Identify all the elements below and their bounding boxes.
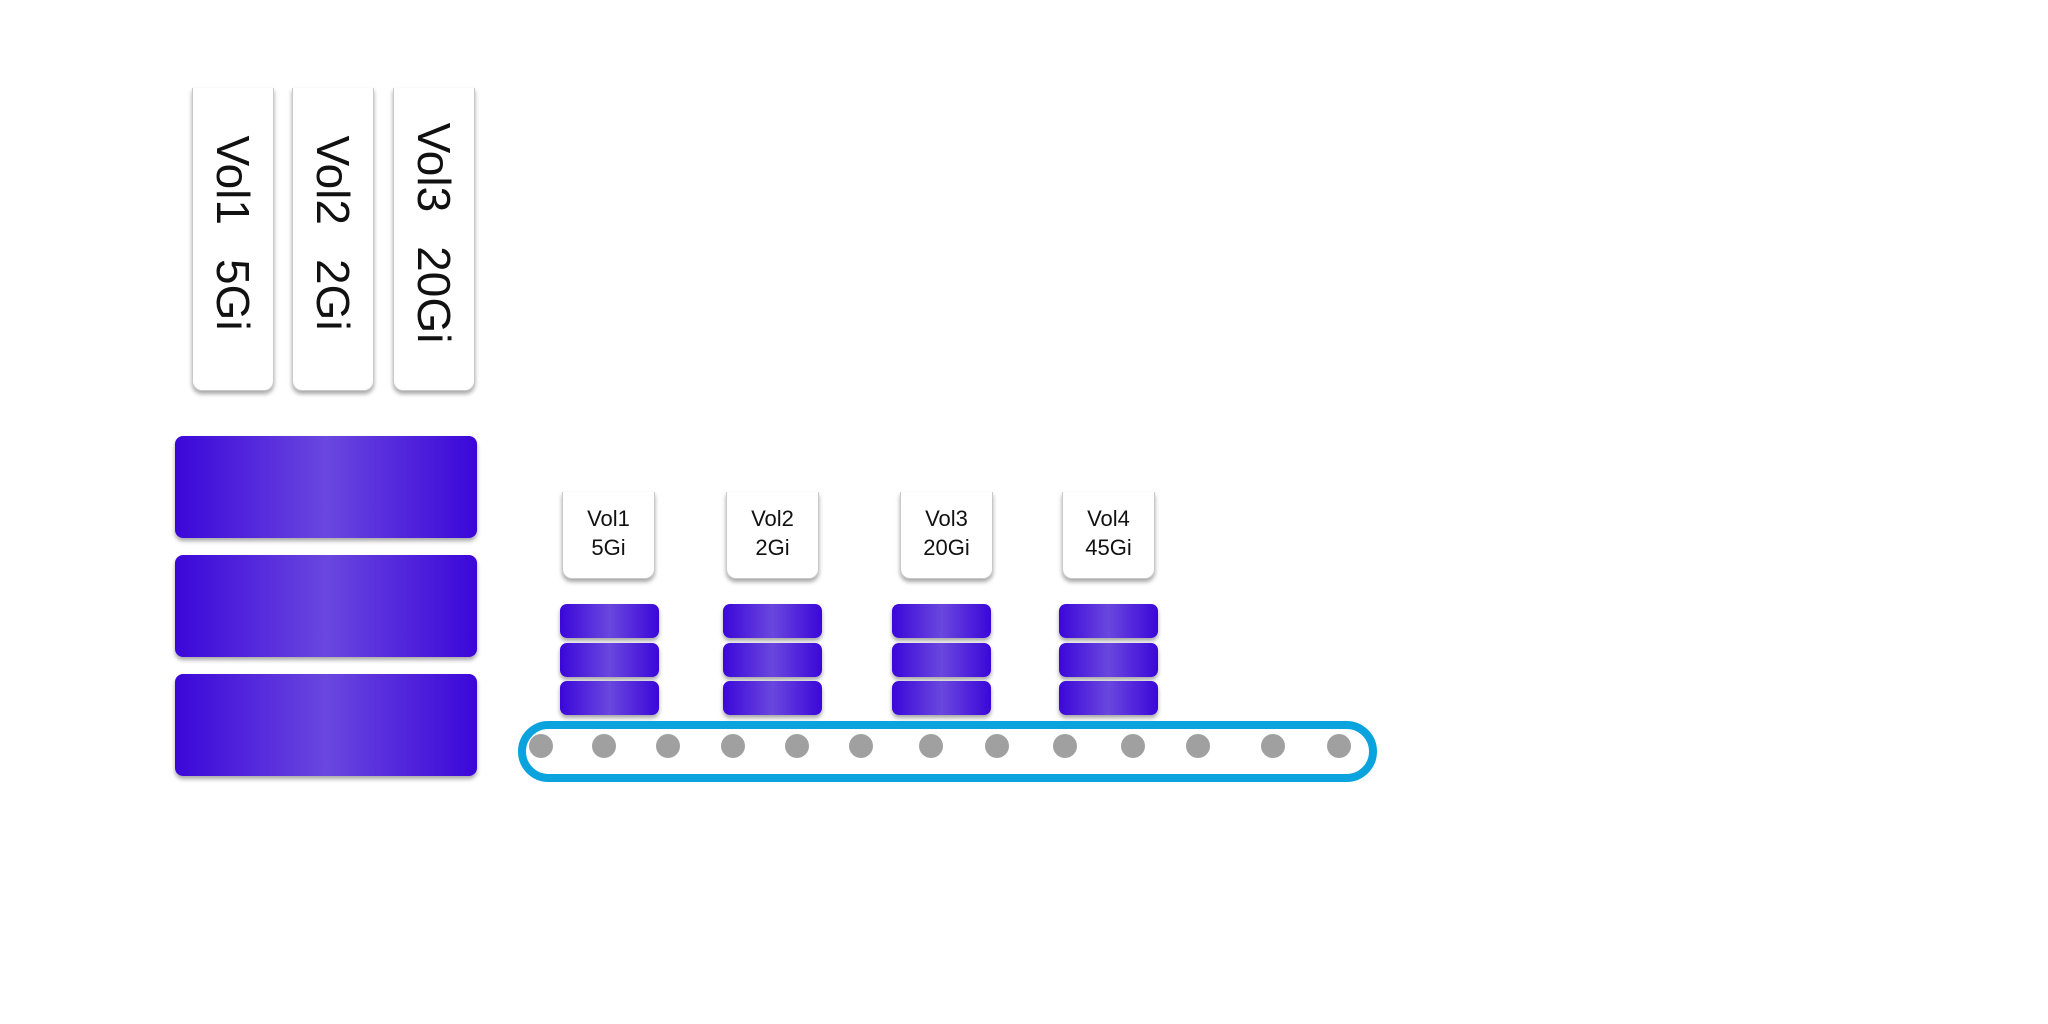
volume-tag-vertical: Vol2 2Gi xyxy=(292,88,374,391)
disk xyxy=(560,643,659,677)
volume-name: Vol4 xyxy=(1087,506,1130,531)
volume-tag-vertical: Vol3 20Gi xyxy=(393,88,475,391)
volume-size: 45Gi xyxy=(1085,535,1132,560)
volume-name: Vol3 xyxy=(925,506,968,531)
roller xyxy=(849,734,873,758)
volume-size: 2Gi xyxy=(307,258,359,331)
roller xyxy=(985,734,1009,758)
volume-tag: Vol1 5Gi xyxy=(562,492,655,579)
disk xyxy=(1059,681,1158,715)
roller xyxy=(1261,734,1285,758)
volume-size: 20Gi xyxy=(408,246,460,344)
roller xyxy=(785,734,809,758)
volume-size: 5Gi xyxy=(207,258,259,331)
disk xyxy=(892,681,991,715)
volume-size: 5Gi xyxy=(591,535,626,560)
disk xyxy=(1059,643,1158,677)
volume-name: Vol1 xyxy=(587,506,630,531)
disk xyxy=(560,604,659,638)
volume-tag: Vol4 45Gi xyxy=(1062,492,1155,579)
volume-name: Vol2 xyxy=(751,506,794,531)
volume-tag-vertical: Vol1 5Gi xyxy=(192,88,274,391)
disk xyxy=(723,643,822,677)
roller xyxy=(529,734,553,758)
volume-tag: Vol2 2Gi xyxy=(726,492,819,579)
roller xyxy=(592,734,616,758)
roller xyxy=(919,734,943,758)
volume-name: Vol1 xyxy=(207,135,259,225)
disk xyxy=(1059,604,1158,638)
storage-pool-disk-2 xyxy=(175,555,477,657)
disk xyxy=(892,643,991,677)
storage-pool-disk-1 xyxy=(175,436,477,538)
roller xyxy=(1053,734,1077,758)
disk xyxy=(560,681,659,715)
disk xyxy=(892,604,991,638)
volume-size: 2Gi xyxy=(755,535,790,560)
volume-name: Vol2 xyxy=(307,135,359,225)
roller xyxy=(1327,734,1351,758)
roller xyxy=(721,734,745,758)
volume-name: Vol3 xyxy=(408,122,460,213)
volume-tag: Vol3 20Gi xyxy=(900,492,993,579)
storage-pool-disk-3 xyxy=(175,674,477,776)
roller xyxy=(1121,734,1145,758)
conveyor-belt xyxy=(518,721,1377,782)
volume-size: 20Gi xyxy=(923,535,970,560)
disk xyxy=(723,604,822,638)
roller xyxy=(656,734,680,758)
roller xyxy=(1186,734,1210,758)
disk xyxy=(723,681,822,715)
